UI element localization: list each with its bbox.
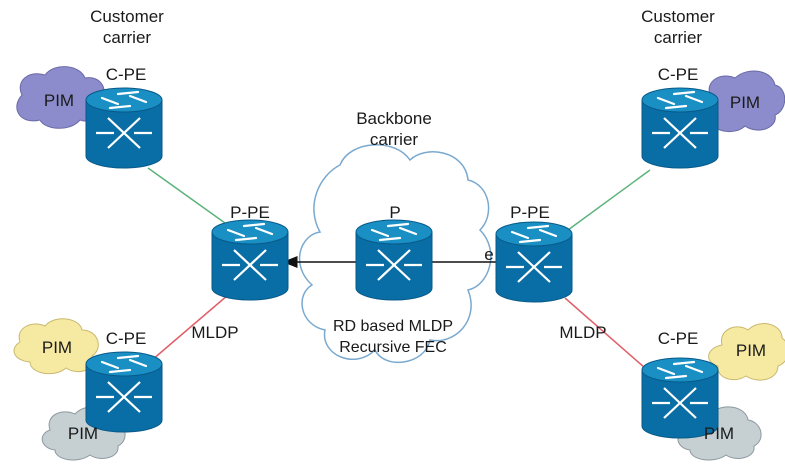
router-cpe-top-right xyxy=(641,87,719,169)
router-p xyxy=(355,219,433,301)
pim-top-left-label: PIM xyxy=(43,91,75,110)
router-ppe-left xyxy=(211,219,289,301)
pim-bottom-left-label: PIM xyxy=(67,424,99,443)
router-cpe-bottom-right xyxy=(641,357,719,439)
pim-bottom-right-label: PIM xyxy=(703,424,735,443)
router-cpe-bottom-left xyxy=(85,351,163,433)
pim-top-right-label: PIM xyxy=(729,93,761,112)
link-cpe-tr-ppe-right xyxy=(567,169,651,231)
p-router-label: P xyxy=(389,203,401,222)
router-ppe-right xyxy=(495,221,573,303)
ppe-left-label: P-PE xyxy=(230,203,270,222)
link-cpe-tl-ppe-left xyxy=(147,167,233,229)
cpe-bottom-right-label: C-PE xyxy=(657,329,699,348)
e-label: e xyxy=(484,245,494,264)
pim-cloud-mid-left xyxy=(13,318,99,375)
pim-mid-right-label: PIM xyxy=(735,341,767,360)
cpe-top-right-label: C-PE xyxy=(657,65,699,84)
mldp-left-label: MLDP xyxy=(191,323,239,342)
link-cpe-bl-ppe-left xyxy=(151,294,229,361)
pim-cloud-mid-right xyxy=(708,323,785,381)
cpe-top-left-label: C-PE xyxy=(105,65,147,84)
cpe-bottom-left-label: C-PE xyxy=(105,329,147,348)
link-cpe-br-ppe-right xyxy=(564,297,646,369)
ppe-right-label: P-PE xyxy=(510,203,550,222)
router-cpe-top-left xyxy=(85,87,163,169)
mldp-right-label: MLDP xyxy=(559,323,607,342)
pim-mid-left-label: PIM xyxy=(41,338,73,357)
